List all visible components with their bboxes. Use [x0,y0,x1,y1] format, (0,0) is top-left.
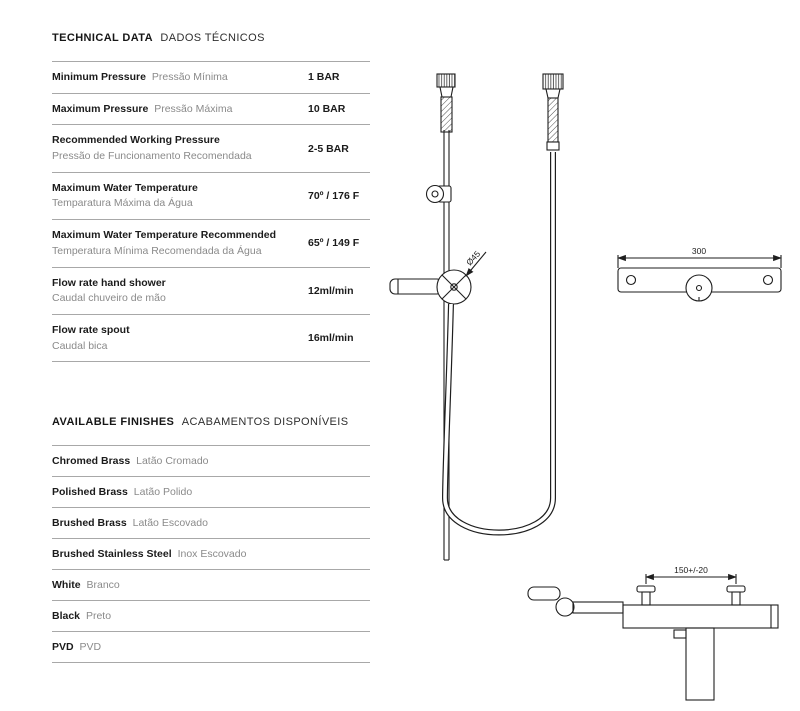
rail-holder-knob [425,184,452,204]
finish-name-pt: Inox Escovado [177,548,247,561]
table-row: Minimum Pressure Pressão Mínima 1 BAR [52,61,370,93]
finish-name-en: Brushed Stainless Steel [52,548,172,561]
technical-data-title-pt: DADOS TÉCNICOS [160,32,265,44]
finish-row: Chromed Brass Latão Cromado [52,445,370,476]
finish-name-en: Brushed Brass [52,517,127,530]
temperature-knob [685,274,713,302]
finish-row: Brushed Brass Latão Escovado [52,507,370,538]
shower-column-drawing: Ø45 [389,73,564,561]
diameter-dimension-label: Ø45 [464,249,482,268]
finish-name-pt: Latão Escovado [132,517,208,530]
table-row: Flow rate spout Caudal bica 16ml/min [52,313,370,361]
finish-row: White Branco [52,569,370,600]
row-label-pt: Caudal chuveiro de mão [52,292,166,305]
row-label-pt: Temperatura Mínima Recomendada da Água [52,244,262,257]
row-label-pt: Pressão de Funcionamento Recomendada [52,150,252,163]
row-value: 1 BAR [308,71,340,84]
offset-dimension: 150+/-20 [645,565,737,584]
technical-data-title: TECHNICAL DATA DADOS TÉCNICOS [52,32,370,44]
row-label: Maximum Water Temperature Temparatura Má… [52,181,300,211]
technical-data-table: Minimum Pressure Pressão Mínima 1 BAR Ma… [52,61,370,363]
finish-name-en: Polished Brass [52,486,128,499]
finish-row: PVD PVD [52,631,370,662]
row-label-en: Maximum Pressure [52,102,149,115]
row-label: Maximum Pressure Pressão Máxima [52,102,300,117]
row-value: 12ml/min [308,284,354,297]
row-label: Flow rate hand shower Caudal chuveiro de… [52,276,300,306]
mixer-side-view-drawing: 150+/-20 [527,565,779,701]
row-label: Minimum Pressure Pressão Mínima [52,70,300,85]
available-finishes-section: AVAILABLE FINISHES ACABAMENTOS DISPONÍVE… [52,416,370,664]
row-value: 65º / 149 F [308,237,360,250]
row-value: 10 BAR [308,103,346,116]
hand-shower-on-rail [436,73,456,133]
hand-shower [542,73,564,151]
technical-data-title-en: TECHNICAL DATA [52,32,153,44]
row-label-en: Maximum Water Temperature [52,181,198,194]
available-finishes-title-pt: ACABAMENTOS DISPONÍVEIS [181,416,349,429]
row-label-pt: Caudal bica [52,339,108,352]
finish-name-en: Black [52,610,81,623]
row-label: Flow rate spout Caudal bica [52,323,300,353]
mixer-bar-side [622,604,779,629]
row-value: 2-5 BAR [308,142,349,155]
width-dimension-label: 300 [692,246,706,256]
available-finishes-table: Chromed Brass Latão Cromado Polished Bra… [52,445,370,664]
finish-row: Black Preto [52,600,370,631]
row-label-en: Recommended Working Pressure [52,134,220,147]
row-value: 16ml/min [308,332,354,345]
row-label-pt: Temparatura Máxima da Água [52,197,193,210]
drawings-canvas: Ø45 [389,73,782,701]
table-row: Maximum Pressure Pressão Máxima 10 BAR [52,92,370,125]
finish-name-en: White [52,579,81,592]
available-finishes-title-en: AVAILABLE FINISHES [52,416,175,429]
finish-row: Polished Brass Latão Polido [52,476,370,507]
technical-drawings: Ø45 [378,50,800,711]
row-label-en: Maximum Water Temperature Recommended [52,229,277,242]
finish-name-pt: Latão Polido [133,486,193,499]
mixer-front-view-drawing: 300 [617,246,782,302]
width-dimension: 300 [617,246,782,268]
mixer-valve [436,269,472,305]
table-row: Flow rate hand shower Caudal chuveiro de… [52,266,370,314]
finish-name-pt: Latão Cromado [136,455,209,468]
row-label-pt: Pressão Mínima [151,71,228,83]
spout-side [389,278,443,295]
finish-row: Brushed Stainless Steel Inox Escovado [52,538,370,569]
shower-hose [441,152,556,536]
row-value: 70º / 176 F [308,189,360,202]
available-finishes-title: AVAILABLE FINISHES ACABAMENTOS DISPONÍVE… [52,416,370,428]
row-label-en: Minimum Pressure [52,71,146,83]
table-row: Maximum Water Temperature Temparatura Má… [52,171,370,219]
inlet-fittings [636,585,746,606]
table-row: Maximum Water Temperature Recommended Te… [52,219,370,266]
finish-name-pt: PVD [79,641,102,654]
row-label-en: Flow rate spout [52,323,130,336]
offset-dimension-label: 150+/-20 [674,565,708,575]
finish-name-pt: Preto [85,610,112,623]
row-label-en: Flow rate hand shower [52,276,166,289]
wall-bracket-lever [527,586,624,617]
diameter-dimension: Ø45 [464,249,487,277]
row-label: Recommended Working Pressure Pressão de … [52,133,300,163]
tub-spout [673,627,715,701]
spec-column: TECHNICAL DATA DADOS TÉCNICOS Minimum Pr… [52,32,370,664]
finish-name-en: Chromed Brass [52,455,131,468]
table-row: Recommended Working Pressure Pressão de … [52,124,370,171]
row-label-pt: Pressão Máxima [154,102,233,115]
finish-name-en: PVD [52,641,74,654]
row-label: Maximum Water Temperature Recommended Te… [52,228,300,258]
finish-name-pt: Branco [86,579,120,592]
